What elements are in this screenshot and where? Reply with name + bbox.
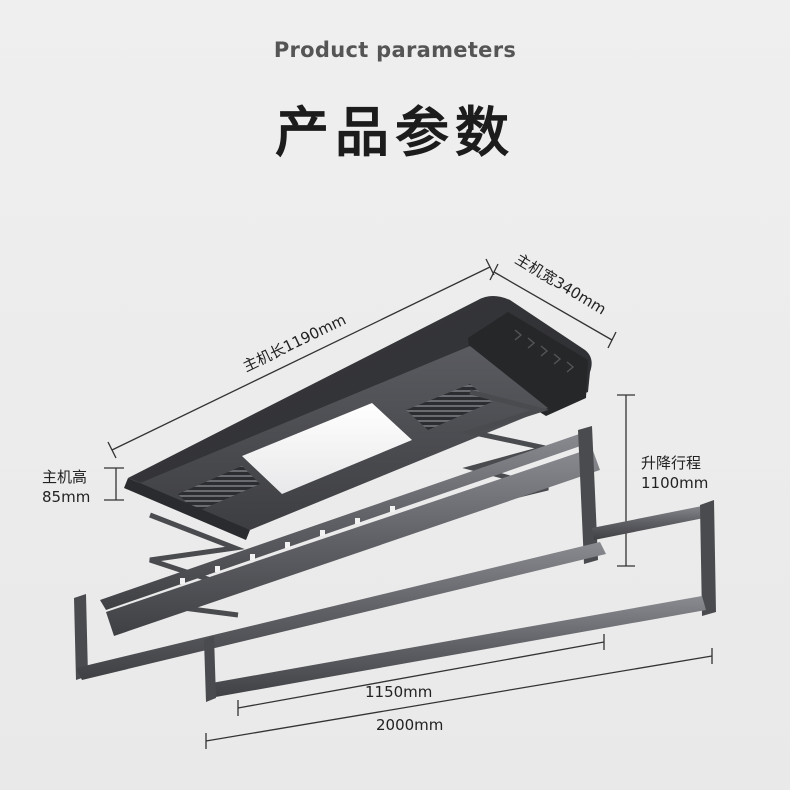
dimension-host-height: 主机高 85mm xyxy=(42,467,124,506)
lift-travel-value: 1100mm xyxy=(641,474,708,492)
section-title: 产品参数 xyxy=(275,101,515,164)
hanger-holes xyxy=(180,506,395,584)
lift-travel-label: 升降行程 xyxy=(641,454,701,472)
fan-grille-left xyxy=(178,466,260,512)
fan-grille-right xyxy=(406,384,492,430)
inner-rod-label: 1150mm xyxy=(365,683,432,701)
dimension-outer-rod: 2000mm xyxy=(205,648,713,749)
dimension-lift-travel: 升降行程 1100mm xyxy=(617,394,708,567)
host-unit xyxy=(124,296,592,540)
host-height-value: 85mm xyxy=(42,488,90,506)
led-light-panel xyxy=(242,403,412,494)
front-hanger-bar xyxy=(106,448,600,636)
drying-frame xyxy=(74,426,716,702)
section-subtitle: Product parameters xyxy=(273,38,517,62)
host-width-label: 主机宽340mm xyxy=(512,250,609,318)
outer-rod xyxy=(206,596,706,698)
extended-rod-upper xyxy=(592,504,714,540)
end-cap-pattern xyxy=(514,329,575,373)
dimension-inner-rod: 1150mm xyxy=(237,634,605,716)
outer-rod-label: 2000mm xyxy=(376,716,443,734)
host-height-label: 主机高 xyxy=(42,468,87,486)
